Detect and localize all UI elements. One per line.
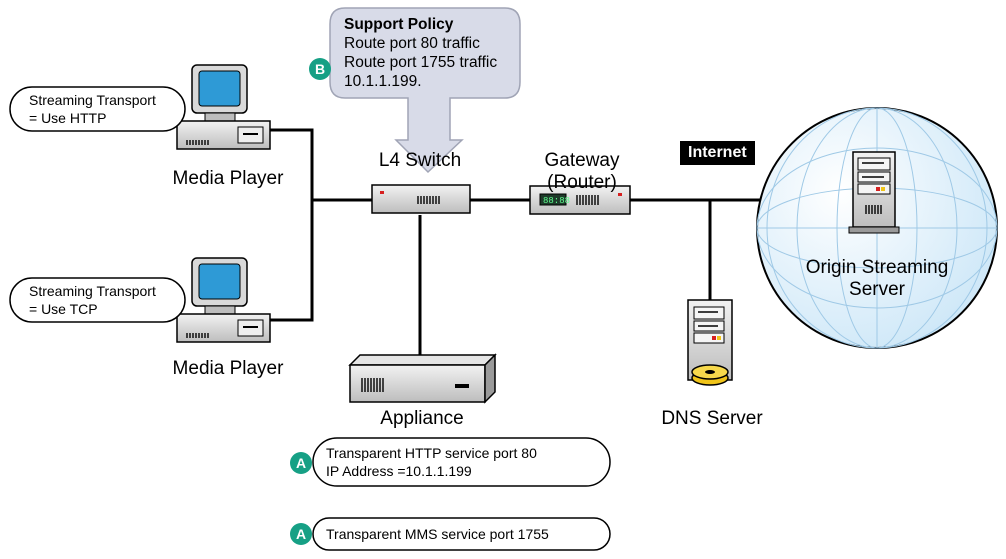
transport-bottom-line-1: Streaming Transport — [29, 283, 156, 299]
gateway-label-line-2: (Router) — [547, 172, 617, 193]
l4-switch-label: L4 Switch — [378, 150, 462, 171]
support-policy-title: Support Policy — [344, 16, 454, 33]
support-policy-line-2: Route port 1755 traffic — [344, 54, 498, 71]
transport-bottom-text: Streaming Transport = Use TCP — [29, 282, 156, 318]
http-service-line-2: IP Address =10.1.1.199 — [326, 463, 472, 479]
player-link — [245, 128, 314, 322]
media-player-bottom-computer — [176, 257, 271, 343]
badge-a-http: A — [290, 452, 312, 474]
transport-bubble-top — [9, 86, 186, 132]
origin-server-label-line-1: Origin Streaming — [805, 257, 949, 278]
support-policy-text: Support Policy Route port 80 traffic Rou… — [344, 15, 497, 91]
l4-switch-device — [371, 184, 471, 214]
dns-server-device — [687, 299, 733, 386]
mms-service-bubble — [312, 517, 611, 551]
internet-label: Internet — [680, 141, 755, 165]
origin-server-label-line-2: Server — [849, 279, 905, 300]
http-service-bubble — [312, 437, 611, 487]
support-policy-callout — [329, 7, 521, 174]
origin-server-label: Origin Streaming Server — [806, 257, 949, 301]
svg-text:88:88: 88:88 — [543, 196, 570, 206]
gateway-label-line-1: Gateway — [544, 150, 620, 171]
badge-a-mms: A — [290, 523, 312, 545]
support-policy-line-3: 10.1.1.199. — [344, 73, 422, 90]
dns-server-label: DNS Server — [661, 408, 763, 429]
origin-server-device — [848, 151, 900, 234]
media-player-bottom-label: Media Player — [172, 358, 284, 379]
transport-bubble-bottom — [9, 277, 186, 323]
gateway-label: Gateway (Router) — [545, 150, 620, 194]
appliance-device — [348, 353, 497, 404]
badge-b: B — [309, 58, 331, 80]
network-links — [245, 128, 775, 355]
media-player-top-label: Media Player — [172, 168, 284, 189]
transport-top-text: Streaming Transport = Use HTTP — [29, 91, 156, 127]
transport-bottom-line-2: = Use TCP — [29, 301, 98, 317]
transport-top-line-2: = Use HTTP — [29, 110, 107, 126]
gateway-router-device: 88:88 — [529, 185, 631, 215]
http-service-line-1: Transparent HTTP service port 80 — [326, 445, 537, 461]
mms-service-text: Transparent MMS service port 1755 — [326, 526, 549, 542]
http-service-text: Transparent HTTP service port 80 IP Addr… — [326, 444, 537, 480]
appliance-label: Appliance — [380, 408, 464, 429]
support-policy-line-1: Route port 80 traffic — [344, 35, 480, 52]
media-player-top-computer — [176, 64, 271, 150]
transport-top-line-1: Streaming Transport — [29, 92, 156, 108]
